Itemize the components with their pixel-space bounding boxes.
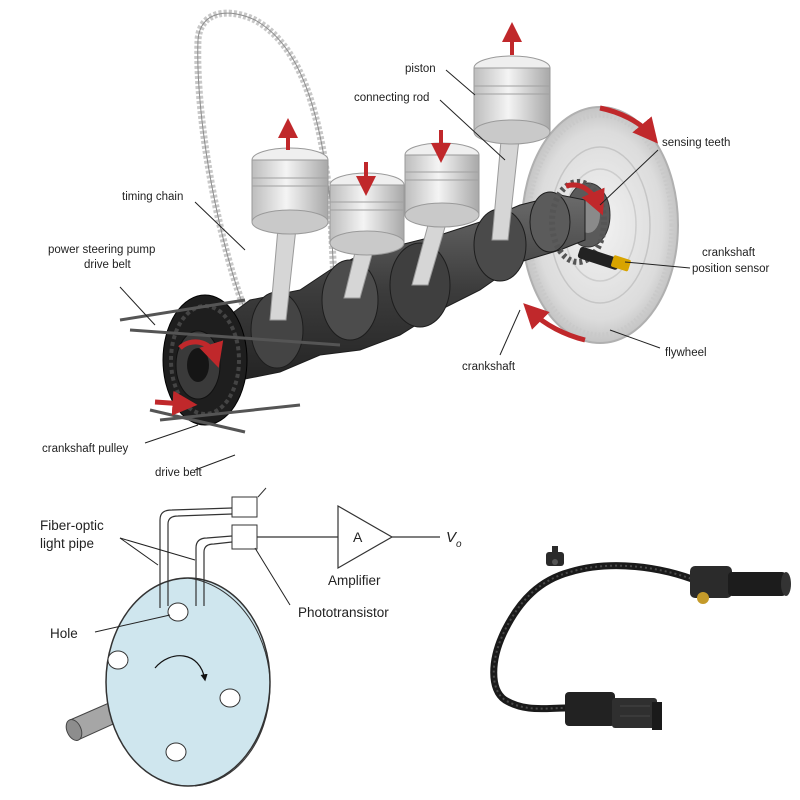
phototransistor-box: [231, 524, 258, 550]
label-crankshaft-pulley: crankshaft pulley: [42, 443, 129, 455]
label-output-subscript: o: [456, 539, 462, 550]
sensor-leader-lines: [94, 537, 291, 633]
rotation-arrows: [154, 105, 659, 416]
label-piston: piston: [405, 63, 436, 75]
piston-1: [251, 147, 329, 235]
engine-illustration: piston connecting rod sensing teeth timi…: [42, 9, 770, 479]
fiber-optic-pipes: [159, 507, 233, 608]
label-timing-chain: timing chain: [122, 191, 183, 203]
cable-clip: [546, 546, 564, 566]
hole: [167, 602, 189, 622]
label-power-steering-drive-belt: drive belt: [84, 259, 131, 271]
amplifier-symbol: A: [353, 529, 363, 545]
piston-4: [473, 55, 551, 145]
drive-belts: [119, 298, 341, 434]
piston-3: [404, 142, 480, 228]
label-light-pipe: light pipe: [40, 536, 94, 551]
sensor-connector: [565, 692, 662, 730]
label-crankshaft: crankshaft: [462, 361, 516, 373]
label-sensing-teeth: sensing teeth: [662, 137, 730, 149]
label-hole: Hole: [50, 626, 78, 641]
pistons: [251, 55, 551, 256]
label-connecting-rod: connecting rod: [354, 92, 429, 104]
label-crankshaft-sensor-2: position sensor: [692, 263, 770, 275]
sensor-cable: [490, 562, 704, 713]
amplifier: A: [337, 504, 394, 570]
label-phototransistor: Phototransistor: [298, 605, 389, 620]
engine-leader-lines: [119, 69, 691, 471]
piston-motion-arrows: [278, 22, 522, 196]
sensor-product-photo: [490, 546, 791, 730]
engine-labels: piston connecting rod sensing teeth timi…: [42, 63, 770, 479]
crankshaft-position-sensor: [577, 246, 631, 272]
label-amplifier: Amplifier: [328, 573, 381, 588]
label-flywheel: flywheel: [665, 347, 707, 359]
optical-sensor-diagram: A Fiber-optic light pipe Hole Amplifier …: [40, 487, 462, 787]
label-drive-belt: drive belt: [155, 467, 202, 479]
crankshaft: [209, 191, 586, 381]
sensing-teeth-ring: [549, 179, 607, 265]
light-source-box: [231, 496, 258, 518]
label-output-voltage: V: [446, 529, 458, 546]
label-crankshaft-sensor-1: crankshaft: [702, 247, 756, 259]
rotating-disk: [105, 577, 271, 787]
label-power-steering-pump: power steering pump: [48, 244, 155, 256]
sensor-body: [690, 566, 791, 604]
label-fiber-optic: Fiber-optic: [40, 518, 104, 533]
